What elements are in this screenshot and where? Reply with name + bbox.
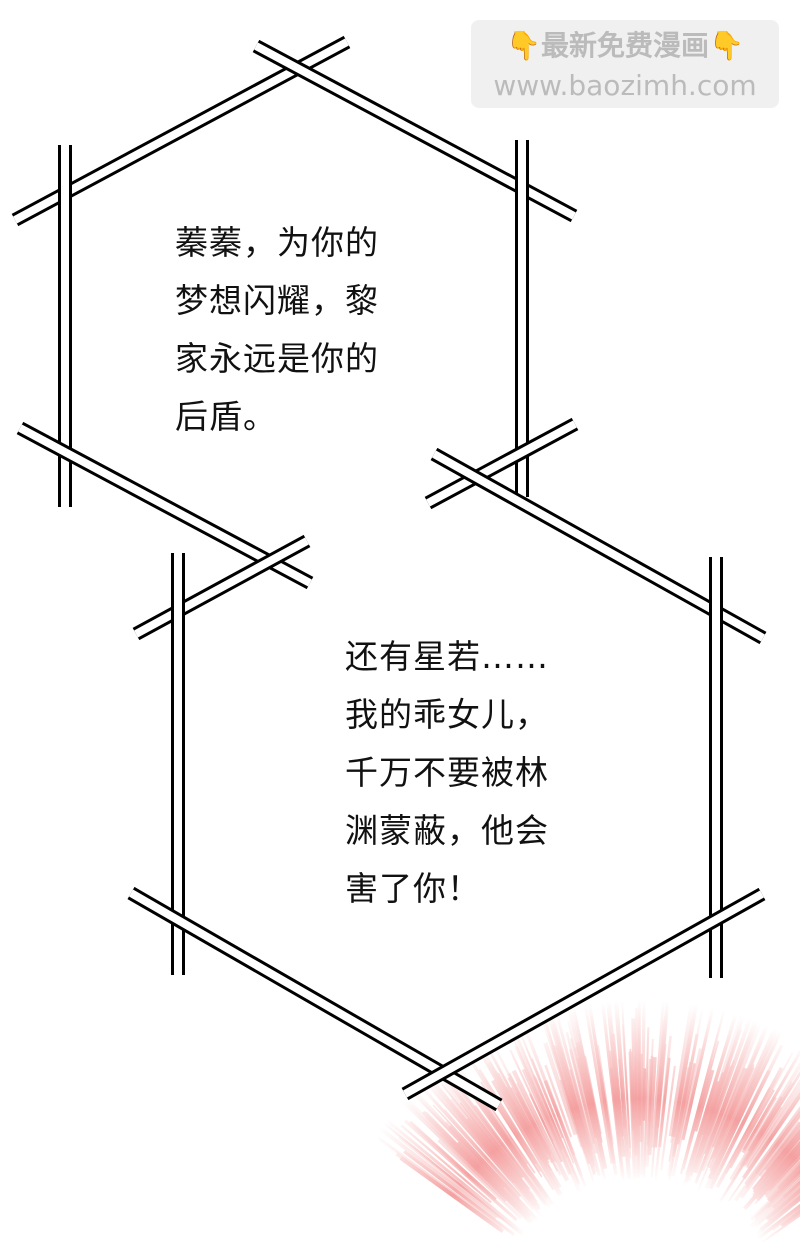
burst-fade [0,950,800,1249]
frame-bar [432,450,765,642]
text-line: 千万不要被林 [345,753,549,792]
frame-bar [18,424,312,587]
frame-bar [426,420,577,507]
burst-layer [0,950,800,1249]
text-line: 我的乖女儿， [345,695,549,734]
text-line: 家永远是你的 [175,339,379,378]
watermark-title: 最新免费漫画 [540,29,709,62]
text-line: 梦想闪耀，黎 [175,281,379,320]
text-line: 还有星若…… [345,637,549,676]
text-line: 渊蒙蔽，他会 [345,811,549,850]
pointing-down-hand-icon: 👇 [709,29,744,62]
frame-bar [134,537,309,638]
speech-bubble-2-text: 还有星若…… 我的乖女儿， 千万不要被林 渊蒙蔽，他会 害了你！ [345,628,549,918]
watermark-url: www.baozimh.com [493,69,757,102]
text-line: 蓁蓁，为你的 [175,223,379,262]
watermark: 👇最新免费漫画👇 www.baozimh.com [471,20,779,108]
text-line: 害了你！ [345,869,481,908]
frame-bar [403,890,764,1098]
hexagon-frame-2 [127,447,767,1112]
pointing-down-hand-icon: 👇 [506,29,541,62]
hexagon-frame-1 [11,35,579,590]
speech-bubble-1-text: 蓁蓁，为你的 梦想闪耀，黎 家永远是你的 后盾。 [175,214,379,446]
text-line: 后盾。 [175,397,277,436]
